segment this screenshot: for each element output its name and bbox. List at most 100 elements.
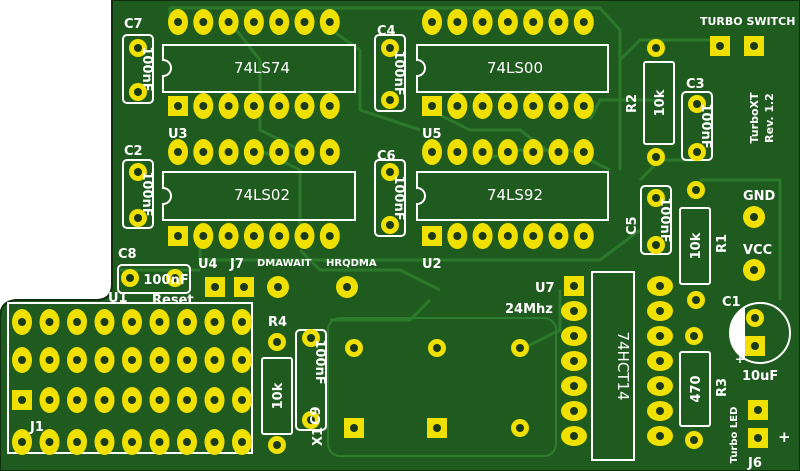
cap-value-c1: 10uF xyxy=(742,369,778,384)
u2-pad-hole xyxy=(428,148,436,156)
cap-pad-hole xyxy=(386,221,394,229)
u5-pad-hole xyxy=(478,102,487,110)
crystal-pad-hole xyxy=(516,424,524,432)
u2-pad-hole xyxy=(529,148,538,156)
u2-pad-hole xyxy=(579,232,588,240)
led-plus-mark: + xyxy=(778,428,791,446)
chip-part-u7: 74HCT14 xyxy=(614,331,632,400)
chip-part-u3: 74LS74 xyxy=(234,59,290,77)
u1-pad-hole xyxy=(155,318,164,326)
u4-pad-hole xyxy=(275,232,284,240)
vcc-label: VCC xyxy=(743,243,772,258)
res-ref-r4: R4 xyxy=(268,315,287,330)
c1-pad-hole xyxy=(751,342,759,350)
u1-pad-hole xyxy=(238,396,246,404)
hrqdma-label: HRQDMA xyxy=(326,258,377,269)
u1-pad-hole xyxy=(128,438,136,446)
u1-pad-hole xyxy=(128,396,136,404)
crystal-freq: 24Mhz xyxy=(505,302,553,317)
u1-pad-hole xyxy=(210,396,219,404)
cap-ref-c2: C2 xyxy=(124,144,143,159)
u1-pad-hole xyxy=(18,318,26,326)
cap-pad-hole xyxy=(693,148,701,156)
u5-pad-hole xyxy=(579,18,588,26)
u4-pad-hole xyxy=(275,148,284,156)
u2-pad-hole xyxy=(478,232,487,240)
cap-pad-hole xyxy=(307,334,315,342)
turbo-switch-pad-hole xyxy=(716,42,724,50)
u7-pad-hole xyxy=(570,357,578,365)
cap-ref-c1: C1 xyxy=(722,295,741,310)
u1-pad-hole xyxy=(210,318,219,326)
u1-pad-hole xyxy=(183,438,191,446)
c1-plus-mark: + xyxy=(735,352,745,366)
u7-pad-hole xyxy=(656,432,664,440)
res-ref-r2: R2 xyxy=(625,94,640,113)
c1-pad-hole xyxy=(751,314,759,322)
u1-pad-hole xyxy=(73,318,81,326)
chip-ref-u5: U5 xyxy=(422,127,442,142)
u7-pad-hole xyxy=(570,407,578,415)
u7-pad-hole xyxy=(656,282,664,290)
u2-pad-hole xyxy=(529,232,538,240)
u1-pad-hole xyxy=(128,318,136,326)
res-pad-hole xyxy=(690,436,698,444)
j7-pad-hole xyxy=(240,283,248,291)
u1-pad-hole xyxy=(18,396,26,404)
cap-pad-hole xyxy=(126,274,134,282)
chip-part-u2: 74LS92 xyxy=(487,186,543,204)
u5-pad-hole xyxy=(529,102,538,110)
u1-pad-hole xyxy=(45,356,54,364)
u1-pad-hole xyxy=(238,356,246,364)
j6-pad-hole xyxy=(754,406,762,414)
u2-pad-hole xyxy=(579,148,588,156)
chip-part-u4: 74LS02 xyxy=(234,186,290,204)
u3-pad-hole xyxy=(249,102,258,110)
u7-pad-hole xyxy=(656,307,664,315)
res-ref-r3: R3 xyxy=(715,378,730,397)
chip-ref-u2: U2 xyxy=(422,257,442,272)
turbo-switch-pad-hole xyxy=(750,42,758,50)
u3-pad-hole xyxy=(199,102,208,110)
cap-ref-c4: C4 xyxy=(377,24,396,39)
u1-pad-hole xyxy=(155,396,164,404)
cap-value-c3: 100nF xyxy=(698,103,713,148)
u1-pad-hole xyxy=(73,396,81,404)
reset-label: Reset xyxy=(152,293,194,308)
crystal-pad-hole xyxy=(350,424,358,432)
crystal-pad-hole xyxy=(433,424,441,432)
u1-pad-hole xyxy=(45,438,54,446)
u1-pad-hole xyxy=(183,318,191,326)
turbo-led-label: Turbo LED xyxy=(729,407,740,464)
res-value-r1: 10k xyxy=(689,232,704,259)
u1-pad-hole xyxy=(73,356,81,364)
chip-part-u5: 74LS00 xyxy=(487,59,543,77)
vcc-pad-hole xyxy=(750,266,758,274)
cap-pad-hole xyxy=(386,96,394,104)
j1-label: J1 xyxy=(29,420,44,435)
cap-value-c9: 100nF xyxy=(312,339,327,384)
res-pad-hole xyxy=(690,332,698,340)
u4-pad-hole xyxy=(199,148,208,156)
u5-pad-hole xyxy=(554,102,563,110)
u3-pad-hole xyxy=(199,18,208,26)
cap-value-c4: 100nF xyxy=(391,50,406,95)
u3-pad-hole xyxy=(224,18,233,26)
u4-pad-hole xyxy=(249,148,258,156)
u4-pad-hole xyxy=(325,148,334,156)
cap-pad-hole xyxy=(307,416,315,424)
u5-pad-hole xyxy=(503,102,512,110)
c1-polarity-mark xyxy=(730,307,745,359)
cap-value-c5: 100nF xyxy=(657,197,672,242)
u4-pad-hole xyxy=(249,232,258,240)
cap-value-c7: 100nF xyxy=(139,46,154,91)
cap-ref-c7: C7 xyxy=(124,17,143,32)
chip-ref-u4: U4 xyxy=(198,257,218,272)
u1-pad-hole xyxy=(155,438,164,446)
res-pad-hole xyxy=(652,153,660,161)
capacitor-outlines xyxy=(117,34,791,431)
cap-ref-c6: C6 xyxy=(377,149,396,164)
cap-pad-hole xyxy=(134,44,142,52)
u2-pad-hole xyxy=(554,148,563,156)
